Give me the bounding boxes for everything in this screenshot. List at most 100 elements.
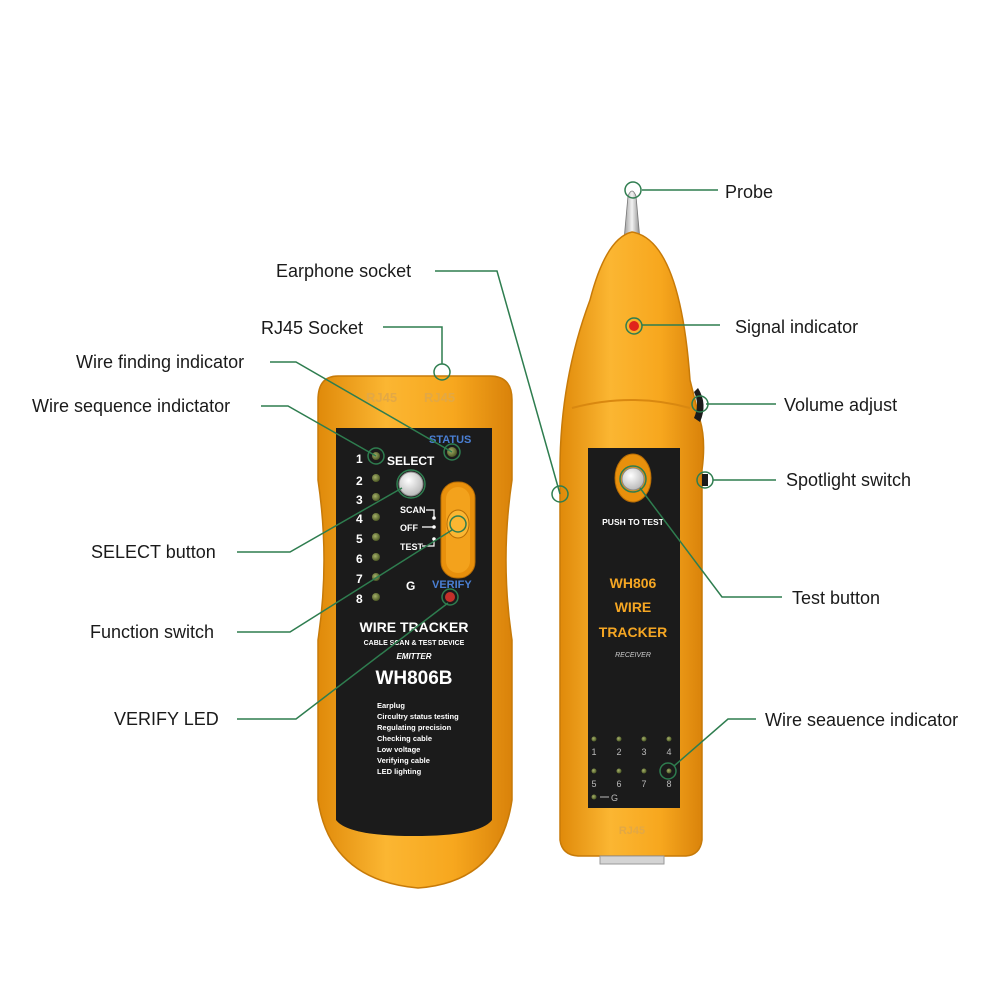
feature-item: LED lighting [377, 767, 422, 776]
feature-item: Verifying cable [377, 756, 430, 765]
receiver-plug [599, 855, 665, 865]
emitter-verify-label: VERIFY [432, 579, 472, 591]
spotlight-switch[interactable] [702, 474, 708, 486]
signal-led [629, 321, 639, 331]
wire-led [616, 736, 622, 742]
feature-item: Checking cable [377, 734, 432, 743]
wire-led [641, 768, 647, 774]
wire-number: 6 [356, 552, 363, 566]
ring-rj45 [433, 363, 451, 381]
wire-number: 1 [591, 747, 596, 757]
wire-number: 4 [356, 512, 363, 526]
emitter-rj45-label-1: RJ45 [366, 390, 397, 405]
ring-signal [625, 317, 643, 335]
receiver-title-line2: TRACKER [599, 624, 667, 640]
switch-label-off: OFF [400, 523, 418, 533]
wire-number: 5 [591, 779, 596, 789]
leader-earphone [435, 270, 561, 495]
wire-led [372, 474, 380, 482]
receiver-faceplate [588, 448, 680, 808]
ring-select [396, 469, 426, 499]
emitter-device: RJ45 RJ45 STATUS SELECT 1 2 3 4 5 6 7 8 [317, 375, 513, 889]
ring-test [619, 465, 647, 493]
callout-probe: Probe [725, 182, 774, 202]
wire-led [372, 513, 380, 521]
receiver-role: RECEIVER [615, 652, 651, 659]
switch-label-scan: SCAN [400, 505, 426, 515]
verify-led [445, 592, 455, 602]
wire-number: 7 [356, 572, 363, 586]
test-button[interactable] [621, 467, 645, 491]
ring-function [449, 515, 467, 533]
receiver-model: WH806 [610, 575, 657, 591]
function-switch-knob[interactable] [446, 509, 470, 539]
emitter-rj45-label-2: RJ45 [424, 390, 455, 405]
wire-led [372, 553, 380, 561]
callout-rj45-socket: RJ45 Socket [261, 318, 364, 338]
emitter-select-label: SELECT [387, 454, 435, 468]
leader-wire-seq-left [261, 405, 377, 457]
leader-select [237, 487, 403, 553]
ring-volume [691, 395, 709, 413]
ring-wire-finding [443, 443, 461, 461]
feature-item: Low voltage [377, 745, 420, 754]
ring-probe [624, 181, 642, 199]
feature-item: Circultry status testing [377, 712, 459, 721]
wire-number: 3 [356, 493, 363, 507]
wire-led [372, 533, 380, 541]
leader-lines [237, 181, 782, 780]
callout-spotlight-switch: Spotlight switch [786, 470, 912, 490]
leader-rj45 [383, 326, 443, 364]
callout-test-button: Test button [792, 588, 881, 608]
wire-led [372, 593, 380, 601]
wire-number: 2 [356, 474, 363, 488]
emitter-role: EMITTER [396, 652, 431, 661]
wire-led [591, 736, 597, 742]
wire-number: 2 [616, 747, 621, 757]
emitter-status-label: STATUS [429, 434, 471, 446]
callout-select-button: SELECT button [91, 542, 216, 562]
receiver-g-label: G [611, 793, 618, 803]
callout-wire-finding-indicator: Wire finding indicator [76, 352, 245, 372]
leader-function [237, 529, 453, 633]
leader-test [639, 487, 782, 598]
wire-led [666, 768, 672, 774]
callout-function-switch: Function switch [90, 622, 215, 642]
wire-number: 5 [356, 532, 363, 546]
ring-wire-seq-right [659, 762, 677, 780]
ring-wire-seq-left [367, 447, 385, 465]
wire-led [616, 768, 622, 774]
wire-number: 7 [641, 779, 646, 789]
feature-item: Earplug [377, 701, 405, 710]
receiver-title-line1: WIRE [615, 599, 652, 615]
wire-led [666, 736, 672, 742]
select-button[interactable] [398, 471, 424, 497]
feature-item: Regulating precision [377, 723, 452, 732]
emitter-title: WIRE TRACKER [360, 619, 469, 635]
switch-dot [432, 516, 436, 520]
callout-verify-led: VERIFY LED [114, 709, 219, 729]
receiver-rj45-label: RJ45 [619, 825, 645, 837]
emitter-wire-sequence: 1 2 3 4 5 6 7 8 [356, 452, 380, 606]
emitter-g-label: G [406, 579, 415, 593]
leader-wire-finding [270, 361, 453, 453]
ring-spotlight [696, 471, 714, 489]
wire-number: 6 [616, 779, 621, 789]
wire-led [591, 794, 597, 800]
callout-volume-adjust: Volume adjust [784, 395, 898, 415]
callout-signal-indicator: Signal indicator [735, 317, 859, 337]
leader-wire-seq-right [673, 718, 756, 767]
push-to-test-label: PUSH TO TEST [602, 517, 665, 527]
wire-number: 3 [641, 747, 646, 757]
ring-verify [441, 588, 459, 606]
wire-led [372, 493, 380, 501]
emitter-subtitle: CABLE SCAN & TEST DEVICE [364, 640, 465, 647]
callout-earphone-socket: Earphone socket [276, 261, 412, 281]
leader-verify [237, 602, 449, 720]
receiver-device: PUSH TO TEST WH806 WIRE TRACKER RECEIVER… [559, 190, 708, 865]
switch-label-test: TEST [400, 542, 424, 552]
wire-number: 1 [356, 452, 363, 466]
wire-led [591, 768, 597, 774]
